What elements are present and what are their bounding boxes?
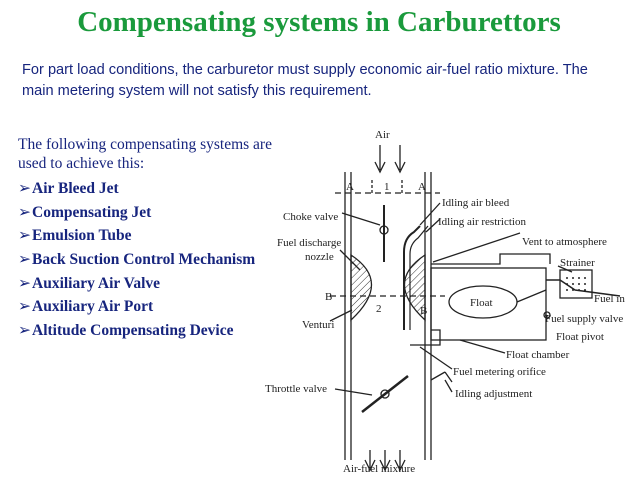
label-choke-valve: Choke valve [283,211,338,223]
choke-valve-pivot [379,225,389,235]
list-item: ➢Emulsion Tube [18,227,132,245]
float-chamber-vent [431,253,551,265]
air-arrow-right [394,145,406,174]
label-float-chamber: Float chamber [506,349,570,361]
float-chamber [430,267,547,341]
list-item: ➢Compensating Jet [18,203,152,221]
label-venturi: Venturi [302,319,334,331]
intro-paragraph: For part load conditions, the carburetor… [22,62,588,99]
arrow-bullet-icon: ➢ [18,274,31,292]
list-item: ➢Auxiliary Air Port [18,298,154,316]
fuel-metering-passage [410,329,441,346]
throttle-valve-pivot [380,389,390,399]
label-float-pivot: Float pivot [556,331,604,343]
float-pivot-point [543,311,551,319]
arrow-bullet-icon: ➢ [18,322,31,340]
list-item: ➢Auxiliary Air Valve [18,274,161,292]
label-idling-air-restriction: Idling air restriction [438,216,526,228]
label-fuel-supply-valve: Fuel supply valve [545,313,623,325]
label-fuel-metering-orifice: Fuel metering orifice [453,366,546,378]
lead-text: The following compensating systems are u… [18,136,272,172]
venturi-left [350,253,373,322]
label-a-right: A [418,181,426,193]
label-section-2: 2 [376,303,382,315]
label-air: Air [375,129,390,141]
label-float: Float [470,297,493,309]
compensating-systems-list: ➢Air Bleed Jet ➢Compensating Jet ➢Emulsi… [18,177,255,343]
arrow-bullet-icon: ➢ [18,180,31,197]
label-idling-air-bleed: Idling air bleed [442,197,510,209]
slide-title: Compensating systems in Carburettors [77,6,561,38]
label-fuel-discharge: Fuel discharge [277,237,341,249]
label-a-left: A [346,181,354,193]
label-idling-adjustment: Idling adjustment [455,388,532,400]
label-throttle-valve: Throttle valve [265,383,327,395]
fuel-supply-line [546,279,621,297]
label-vent-to-atmosphere: Vent to atmosphere [522,236,607,248]
list-item: ➢Air Bleed Jet [18,180,119,197]
air-arrow-left [374,145,386,174]
idling-adjustment-screw [430,371,453,383]
arrow-bullet-icon: ➢ [18,203,31,221]
fuel-discharge-nozzle [403,225,421,330]
arrow-bullet-icon: ➢ [18,227,31,245]
float-arm [516,289,547,303]
strainer-box [559,269,593,299]
throttle-valve-plate [361,375,409,413]
label-section-1: 1 [384,181,390,193]
label-nozzle: nozzle [305,251,334,263]
list-item: ➢Back Suction Control Mechanism [18,251,256,269]
label-fuel-in: Fuel in [594,293,625,305]
label-b-right: B [420,305,427,317]
label-air-fuel-mixture: Air-fuel mixture [343,463,415,475]
arrow-bullet-icon: ➢ [18,251,31,269]
arrow-bullet-icon: ➢ [18,298,31,316]
list-item: ➢Altitude Compensating Device [18,322,234,340]
label-strainer: Strainer [560,257,595,269]
label-b-left: B [325,291,332,303]
